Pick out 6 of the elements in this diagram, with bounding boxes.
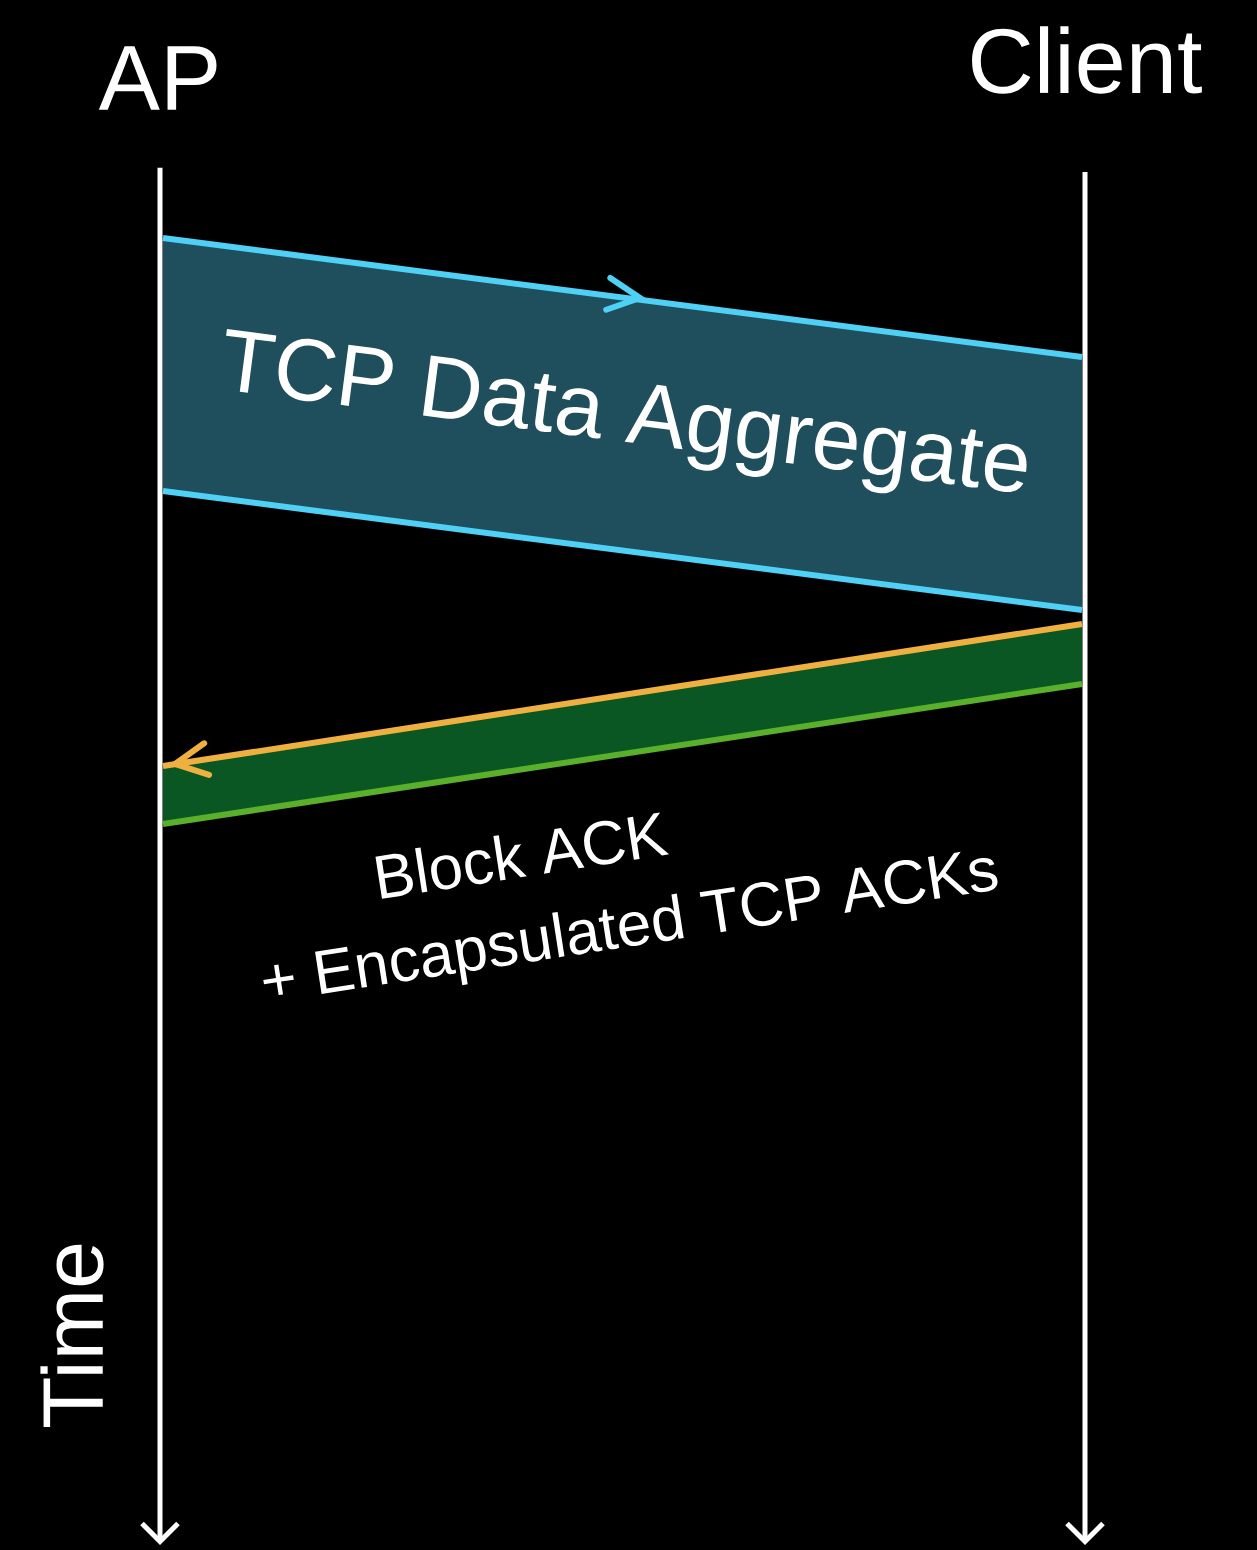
lifeline-label: AP xyxy=(98,46,217,110)
lifeline-label: Client xyxy=(972,26,1202,94)
lifeline-arrow xyxy=(140,167,180,1545)
lifeline-arrow xyxy=(1065,172,1105,1545)
axis-label: Time xyxy=(40,1244,104,1428)
message-band: TCP Data Aggregate xyxy=(162,235,1083,613)
